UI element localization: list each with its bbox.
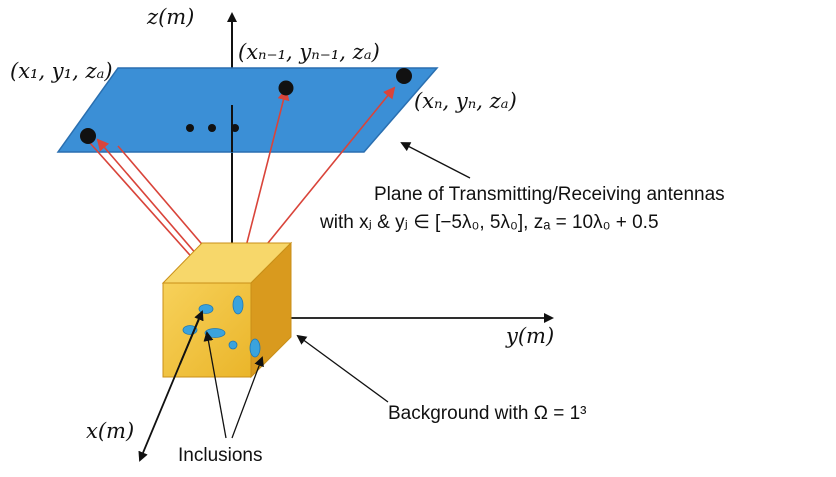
- antenna-plane: [56, 67, 439, 153]
- x-axis-label: x(m): [86, 419, 134, 443]
- background-cube: [161, 241, 293, 379]
- inclusion-6: [249, 338, 261, 358]
- ray-4-up: [245, 86, 396, 271]
- ray-1-down: [89, 142, 207, 274]
- z-axis-label: z(m): [146, 5, 194, 29]
- ray-1-up: [96, 138, 211, 271]
- inclusions-annotation: Inclusions: [178, 445, 263, 466]
- plane-annotation-line2: with xⱼ & yⱼ ∈ [−5λ₀, 5λ₀], zₐ = 10λ₀ + …: [319, 212, 659, 233]
- ellipsis-dots-icon: [186, 124, 239, 132]
- inclusions-pointer-1: [203, 331, 227, 439]
- inclusions-pointer-2: [231, 356, 264, 439]
- antenna-n: [396, 68, 412, 84]
- antenna-1: [80, 128, 96, 144]
- y-axis-label: y(m): [505, 324, 554, 348]
- plane-annotation-line1: Plane of Transmitting/Receiving antennas: [374, 184, 725, 205]
- background-pointer-arrow: [296, 334, 389, 403]
- antenna-label-last: (xₙ, yₙ, zₐ): [414, 89, 517, 113]
- antenna-n-minus-1: [278, 80, 294, 96]
- ray-3-up: [239, 88, 290, 271]
- plane-pointer-arrow: [400, 142, 471, 179]
- x-axis-head: [179, 310, 204, 365]
- antenna-label-first: (x₁, y₁, zₐ): [10, 59, 113, 83]
- inclusion-5: [228, 340, 238, 350]
- background-annotation: Background with Ω = 1³: [388, 403, 587, 424]
- inclusion-2: [232, 295, 244, 315]
- antenna-label-second-last: (xₙ₋₁, yₙ₋₁, zₐ): [238, 40, 380, 64]
